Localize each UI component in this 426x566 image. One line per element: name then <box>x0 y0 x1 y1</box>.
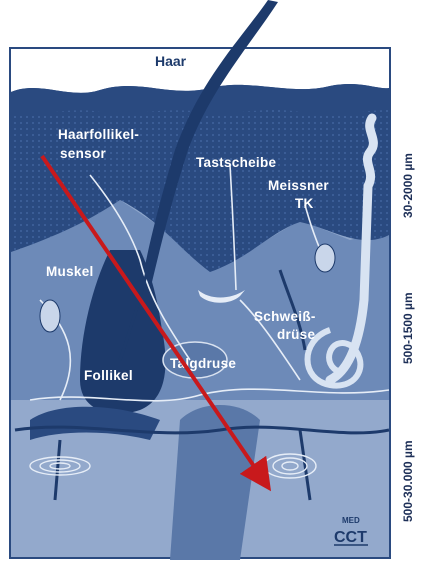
meissner-corpuscle <box>315 244 335 272</box>
label-muscle: Muskel <box>46 264 94 279</box>
label-tactile-disc: Tastscheibe <box>196 155 277 170</box>
depth-subcutis: 500-30.000 µm <box>401 440 415 522</box>
label-meissner-line1: Meissner <box>268 178 329 193</box>
label-hair-follicle-sensor-line1: Haarfollikel- <box>58 127 139 142</box>
depth-epidermis: 30-2000 µm <box>401 153 415 218</box>
arrector-muscle <box>40 300 60 332</box>
logo-top: MED <box>342 516 360 525</box>
label-hair: Haar <box>155 53 187 69</box>
logo-bottom: CCT <box>334 529 367 546</box>
depth-dermis: 500-1500 µm <box>401 292 415 364</box>
label-follicle: Follikel <box>84 368 133 383</box>
label-sweat-gland-line1: Schweiß- <box>254 309 316 324</box>
label-hair-follicle-sensor-line2: sensor <box>60 146 107 161</box>
label-sweat-gland-line2: drüse <box>277 327 315 342</box>
label-meissner-line2: TK <box>295 196 314 211</box>
